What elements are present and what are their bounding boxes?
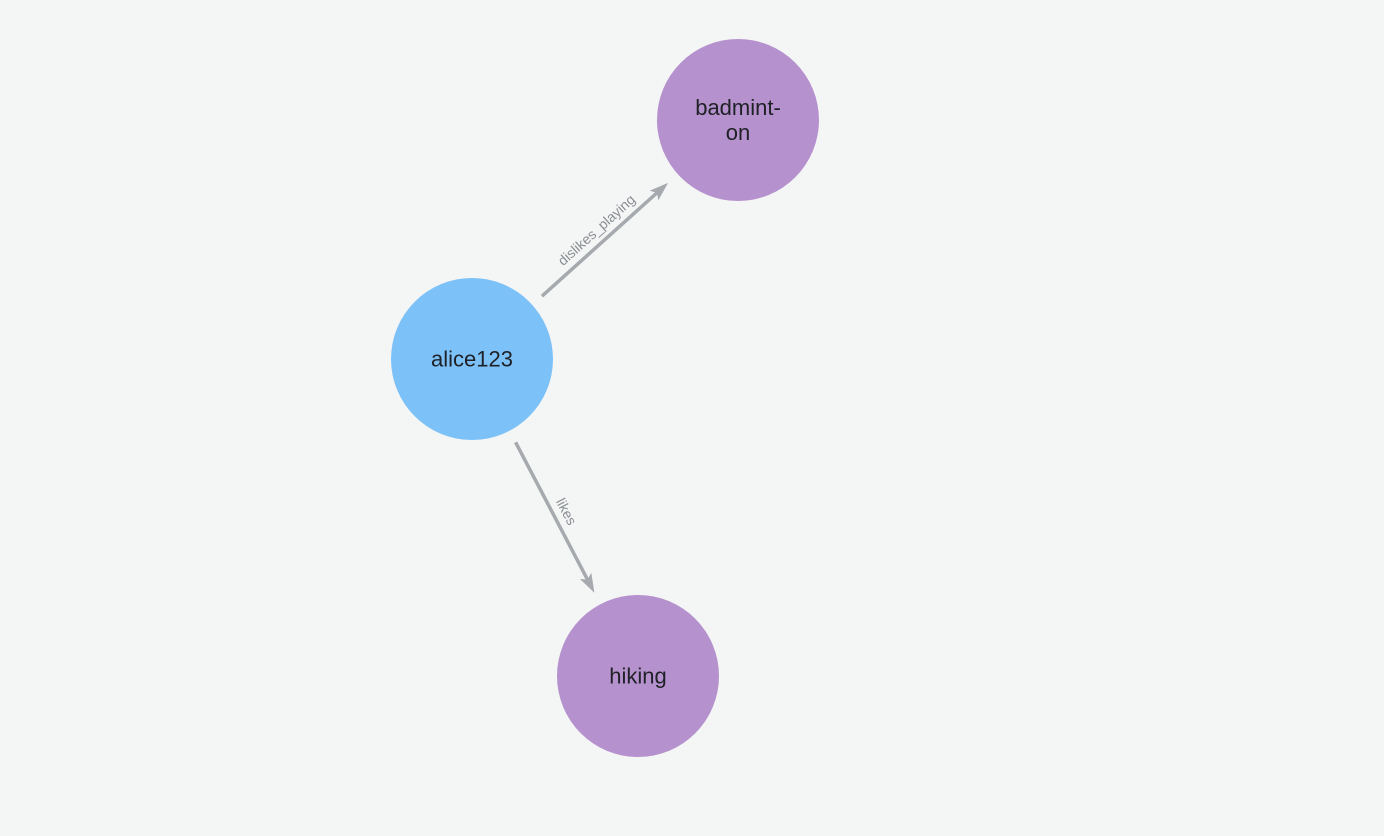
node-label: badmint-on bbox=[695, 95, 781, 145]
node-hiking[interactable]: hiking bbox=[557, 595, 719, 757]
edge-likes[interactable]: likes bbox=[514, 441, 595, 593]
edge-arrowhead bbox=[649, 182, 669, 201]
edge-label: dislikes_playing bbox=[554, 191, 638, 268]
edge-arrowhead bbox=[579, 572, 595, 593]
node-circle[interactable] bbox=[557, 595, 719, 757]
node-circle[interactable] bbox=[657, 39, 819, 201]
edge-line[interactable] bbox=[514, 441, 591, 583]
edge-line[interactable] bbox=[540, 189, 661, 298]
node-label-line: on bbox=[726, 120, 750, 145]
edge-dislikes_playing[interactable]: dislikes_playing bbox=[540, 182, 669, 298]
node-label-line: hiking bbox=[609, 664, 666, 689]
node-label: hiking bbox=[609, 664, 666, 689]
node-label-line: badmint- bbox=[695, 95, 781, 120]
node-alice123[interactable]: alice123 bbox=[391, 278, 553, 440]
node-label: alice123 bbox=[431, 347, 513, 372]
node-label-line: alice123 bbox=[431, 347, 513, 372]
node-badminton[interactable]: badmint-on bbox=[657, 39, 819, 201]
node-circle[interactable] bbox=[391, 278, 553, 440]
